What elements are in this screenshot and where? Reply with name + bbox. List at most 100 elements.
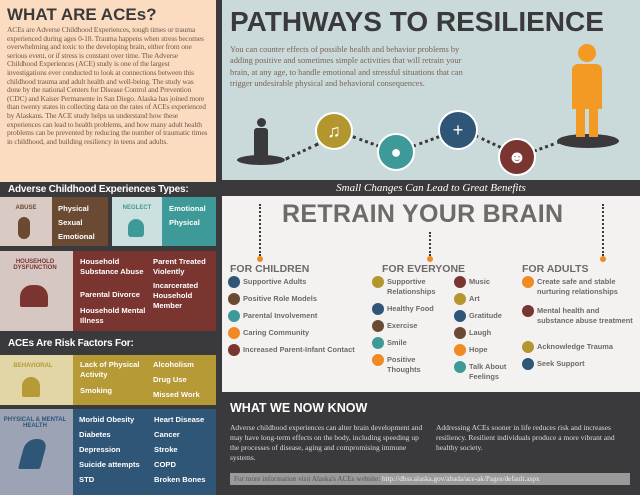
retrain-item-label: Supportive Adults [243, 277, 307, 286]
retrain-item-icon [228, 344, 240, 356]
retrain-item: Gratitude [454, 310, 518, 322]
retrain-item-label: Gratitude [469, 311, 502, 320]
abuse-item: Physical [58, 204, 89, 213]
for-adults-heading: FOR ADULTS [522, 263, 589, 275]
retrain-item: Healthy Food [372, 303, 450, 315]
physical-item: Depression [79, 445, 121, 454]
retrain-item-icon [522, 358, 534, 370]
neglect-label: NEGLECT [122, 205, 152, 211]
household-item: Incarcerated Household Member [153, 281, 199, 310]
retrain-item-label: Mental health and substance abuse treatm… [537, 306, 633, 325]
retrain-item-icon [372, 320, 384, 332]
retrain-item: Smile [372, 337, 450, 349]
retrain-item-icon [522, 341, 534, 353]
sad-person-icon [17, 439, 49, 469]
ace-types-header: Adverse Childhood Experiences Types: [0, 182, 216, 197]
what-we-now-know-panel: WHAT WE NOW KNOW Adverse childhood exper… [222, 393, 640, 495]
smiley-icon: ☻ [498, 138, 536, 176]
abuse-icon [18, 217, 30, 239]
retrain-item: Increased Parent-Infant Contact [228, 344, 368, 356]
retrain-item-label: Hope [469, 345, 488, 354]
what-are-aces-title: WHAT ARE ACEs? [7, 5, 157, 24]
household-item: Household Substance Abuse [80, 257, 144, 276]
path-dots [474, 134, 502, 149]
retrain-item-label: Increased Parent-Infant Contact [243, 345, 355, 354]
behavioral-item: Smoking [80, 386, 113, 395]
aces-website-link[interactable]: http://dhss.alaska.gov/abada/ace-ak/Page… [382, 475, 540, 483]
end-shadow [557, 134, 619, 148]
retrain-item-label: Seek Support [537, 359, 585, 368]
now-know-paragraph-2: Addressing ACEs sooner in life reduces r… [436, 423, 615, 452]
retrain-item-label: Laugh [469, 328, 492, 337]
retrain-item-label: Talk About Feelings [469, 362, 507, 381]
physical-label-cell: PHYSICAL & MENTAL HEALTH [0, 409, 73, 495]
retrain-item-icon [454, 276, 466, 288]
retrain-item: Create safe and stable nurturing relatio… [522, 276, 638, 296]
abuse-label-cell: ABUSE [0, 197, 52, 246]
retrain-item-icon [454, 293, 466, 305]
retrain-item-icon [454, 310, 466, 322]
abuse-item: Emotional [58, 232, 95, 241]
household-label: HOUSEHOLD DYSFUNCTION [13, 259, 57, 271]
behavioral-item: Drug Use [153, 375, 187, 384]
neglect-item: Physical [169, 218, 200, 227]
pathways-title: PATHWAYS TO RESILIENCE [230, 6, 604, 37]
retrain-item: Mental health and substance abuse treatm… [522, 305, 638, 325]
retrain-item-label: Caring Community [243, 328, 310, 337]
what-are-aces-panel: WHAT ARE ACEs? ACEs are Adverse Childhoo… [0, 0, 216, 182]
retrain-item-label: Create safe and stable nurturing relatio… [537, 277, 618, 296]
retrain-item: Exercise [372, 320, 450, 332]
retrain-item: Talk About Feelings [454, 361, 518, 381]
for-everyone-heading: FOR EVERYONE [382, 263, 466, 275]
retrain-item-icon [372, 354, 384, 366]
retrain-item-icon [372, 303, 384, 315]
retrain-item-icon [372, 337, 384, 349]
small-person-icon [253, 118, 269, 158]
retrain-item: Music [454, 276, 518, 288]
house-icon [20, 285, 48, 307]
retrain-item-label: Smile [387, 338, 407, 347]
stressed-person-icon [22, 377, 40, 397]
connector-dot [427, 256, 433, 262]
what-are-aces-body: ACEs are Adverse Childhood Experiences, … [7, 25, 208, 146]
neglect-item: Emotional [169, 204, 206, 213]
neglect-items-cell: Emotional Physical [162, 197, 216, 246]
retrain-item-icon [522, 276, 534, 288]
small-changes-banner: Small Changes Can Lead to Great Benefits [222, 180, 640, 196]
neglect-icon [128, 219, 144, 237]
retrain-item-label: Positive Role Models [243, 294, 317, 303]
connector-dots [602, 204, 604, 256]
pathways-body: You can counter effects of possible heal… [230, 45, 463, 89]
retrain-item-icon [228, 327, 240, 339]
retrain-item-icon [372, 276, 384, 288]
retrain-item-label: Exercise [387, 321, 418, 330]
retrain-item: Acknowledge Trauma [522, 341, 638, 353]
retrain-item: Positive Role Models [228, 293, 368, 305]
physical-item: Diabetes [79, 430, 111, 439]
retrain-item-label: Art [469, 294, 480, 303]
retrain-item-label: Healthy Food [387, 304, 434, 313]
more-info-bar: For more information visit Alaska's ACEs… [230, 473, 630, 485]
physical-item: Broken Bones [154, 475, 206, 484]
connector-dots [429, 232, 431, 256]
retrain-panel: RETRAIN YOUR BRAIN FOR CHILDREN FOR EVER… [222, 196, 640, 392]
household-item: Parent Treated Violently [153, 257, 206, 276]
retrain-item-label: Positive Thoughts [387, 355, 421, 374]
start-shadow [237, 155, 285, 165]
behavioral-label: BEHAVIORAL [13, 363, 53, 369]
household-item: Parental Divorce [80, 290, 140, 299]
retrain-item: Laugh [454, 327, 518, 339]
path-dots [412, 135, 440, 148]
retrain-item-icon [454, 344, 466, 356]
behavioral-items-cell: Lack of Physical Activity Smoking Alcoho… [73, 355, 216, 405]
household-items-cell: Household Substance Abuse Parental Divor… [73, 251, 216, 331]
retrain-item-icon [228, 293, 240, 305]
retrain-item: Hope [454, 344, 518, 356]
retrain-item: Caring Community [228, 327, 368, 339]
more-info-label: For more information visit Alaska's ACEs… [234, 475, 381, 483]
abuse-label: ABUSE [15, 205, 37, 211]
now-know-paragraph-1: Adverse childhood experiences can alter … [230, 423, 423, 462]
household-label-cell: HOUSEHOLD DYSFUNCTION [0, 251, 73, 331]
retrain-item: Supportive Relationships [372, 276, 450, 296]
abuse-items-cell: Physical Sexual Emotional [52, 197, 108, 246]
